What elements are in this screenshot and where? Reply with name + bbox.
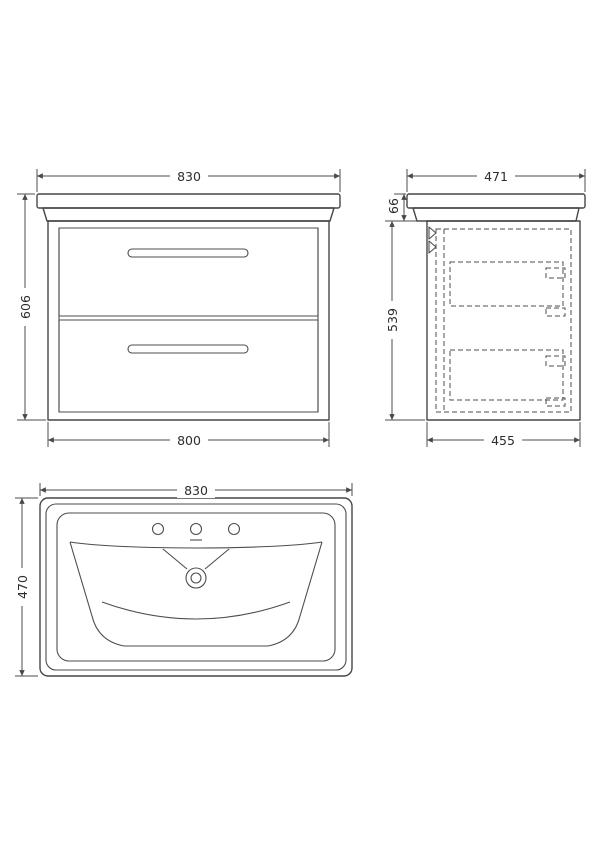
front-drawer-top-handle <box>127 248 249 258</box>
side-cabinet <box>426 220 581 421</box>
dim-plan-depth: 470 <box>14 497 38 677</box>
bowl-floor-curve <box>101 601 291 620</box>
basin-inner-rim <box>45 503 347 671</box>
front-drawer-bottom <box>58 319 319 413</box>
dim-label-bg <box>14 568 30 606</box>
waste-inner <box>190 572 202 584</box>
front-countertop <box>36 193 341 209</box>
side-cabinet-interior-hidden <box>435 228 572 413</box>
front-drawer-top <box>58 227 319 317</box>
waste-funnel-left <box>162 548 188 570</box>
bowl-back-ledge <box>69 541 323 549</box>
basin-opening <box>56 512 336 662</box>
dim-side-cabinet-height: 539 <box>384 220 425 421</box>
tap-hole-center <box>189 522 203 536</box>
dim-side-worktop-height: 66 <box>386 193 407 221</box>
tap-hole-right <box>227 522 241 536</box>
dim-label-bg <box>170 168 208 184</box>
basin-outer-rim <box>39 497 353 677</box>
waste-outer <box>185 567 207 589</box>
dim-label-plan-width: 830 <box>184 483 208 498</box>
dim-label-front-height: 606 <box>18 295 33 319</box>
dim-side-bottom-depth: 455 <box>426 422 581 448</box>
dim-label-front-bottom-width: 800 <box>177 433 201 448</box>
dim-label-bg <box>170 432 208 448</box>
waste-funnel-right <box>204 548 230 570</box>
dim-side-top-depth: 471 <box>406 168 586 192</box>
side-countertop <box>406 193 586 209</box>
bowl-wall-outline <box>69 541 323 647</box>
side-runner-bracket-hidden <box>545 397 566 407</box>
dim-label-bg <box>17 288 33 326</box>
dim-label-side-worktop-height: 66 <box>386 198 401 214</box>
front-view <box>36 193 341 421</box>
front-drawer-bottom-handle <box>127 344 249 354</box>
dim-front-height: 606 <box>17 193 46 421</box>
dim-label-front-top-width: 830 <box>177 169 201 184</box>
tap-hole-left <box>151 522 165 536</box>
plan-view <box>39 497 353 677</box>
dim-label-bg <box>484 432 522 448</box>
side-countertop-lip <box>412 207 580 222</box>
dim-label-side-cabinet-height: 539 <box>385 308 400 332</box>
dim-front-top-width: 830 <box>36 168 341 192</box>
dim-label-bg <box>177 482 215 498</box>
dim-front-bottom-width: 800 <box>47 422 330 448</box>
dim-label-plan-depth: 470 <box>15 575 30 599</box>
side-runner-bracket-hidden <box>545 267 566 279</box>
dim-label-bg <box>477 168 515 184</box>
side-view <box>406 193 586 421</box>
front-countertop-lip <box>42 207 335 222</box>
wall-bracket-detail <box>428 226 437 254</box>
dim-label-side-bottom-depth: 455 <box>491 433 515 448</box>
dim-label-bg <box>384 301 400 339</box>
side-drawer-box-bottom-hidden <box>449 349 564 401</box>
side-drawer-box-top-hidden <box>449 261 564 307</box>
dim-plan-width: 830 <box>39 482 353 498</box>
dim-label-side-top-depth: 471 <box>484 169 508 184</box>
side-runner-bracket-hidden <box>545 307 566 317</box>
side-runner-bracket-hidden <box>545 355 566 367</box>
front-cabinet <box>47 220 330 421</box>
